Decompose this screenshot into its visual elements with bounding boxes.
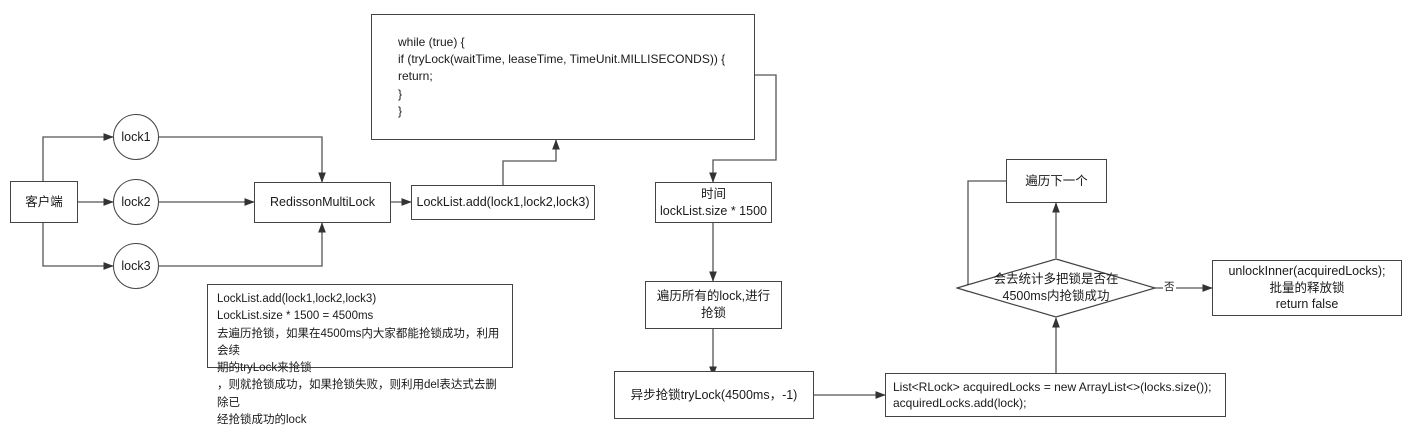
node-iterate-locks[interactable]: 遍历所有的lock,进行 抢锁 bbox=[645, 281, 782, 329]
edge-client-lock3 bbox=[42, 220, 114, 270]
node-redisson-multi-lock[interactable]: RedissonMultiLock bbox=[254, 182, 391, 223]
edge-client-lock1 bbox=[42, 133, 114, 185]
node-lock3[interactable]: lock3 bbox=[113, 243, 159, 289]
node-lock2[interactable]: lock2 bbox=[113, 179, 159, 225]
edge-label-decision-no: 否 bbox=[1163, 281, 1176, 293]
node-acquired-locks-text: List<RLock> acquiredLocks = new ArrayLis… bbox=[893, 379, 1212, 410]
node-iterate-locks-label: 遍历所有的lock,进行 抢锁 bbox=[656, 289, 771, 320]
node-decision[interactable]: 会去统计多把锁是否在 4500ms内抢锁成功 bbox=[956, 258, 1156, 318]
node-unlock-inner-text: unlockInner(acquiredLocks); 批量的释放锁 retur… bbox=[1228, 263, 1386, 312]
node-redisson-multi-lock-label: RedissonMultiLock bbox=[270, 195, 375, 210]
node-decision-label: 会去统计多把锁是否在 4500ms内抢锁成功 bbox=[993, 272, 1119, 303]
node-next-iteration-label: 遍历下一个 bbox=[1025, 173, 1088, 188]
node-client[interactable]: 客户端 bbox=[10, 181, 78, 223]
node-code-block[interactable]: while (true) { if (tryLock(waitTime, lea… bbox=[371, 14, 755, 140]
node-time-calc-label: 时间 lockList.size * 1500 bbox=[659, 186, 767, 218]
node-time-calc[interactable]: 时间 lockList.size * 1500 bbox=[655, 182, 772, 223]
node-lock1[interactable]: lock1 bbox=[113, 114, 159, 160]
node-lock1-label: lock1 bbox=[121, 129, 151, 144]
node-acquired-locks[interactable]: List<RLock> acquiredLocks = new ArrayLis… bbox=[885, 373, 1226, 417]
node-async-trylock-label: 异步抢锁tryLock(4500ms，-1) bbox=[630, 387, 798, 402]
node-next-iteration[interactable]: 遍历下一个 bbox=[1006, 159, 1107, 203]
edge-lock1-multilock bbox=[159, 136, 326, 183]
node-lock3-label: lock3 bbox=[121, 258, 151, 273]
decision-diamond-shape bbox=[956, 258, 1156, 318]
node-async-trylock[interactable]: 异步抢锁tryLock(4500ms，-1) bbox=[614, 371, 814, 419]
node-client-label: 客户端 bbox=[25, 194, 63, 209]
node-locklist-add-label: LockList.add(lock1,lock2,lock3) bbox=[416, 195, 590, 210]
node-code-block-text: while (true) { if (tryLock(waitTime, lea… bbox=[398, 34, 726, 119]
node-note-block[interactable]: LockList.add(lock1,lock2,lock3) LockList… bbox=[207, 284, 513, 426]
node-note-block-text: LockList.add(lock1,lock2,lock3) LockList… bbox=[217, 293, 500, 426]
edge-locklistadd-codeblock bbox=[502, 139, 560, 185]
edge-lock3-multilock bbox=[159, 222, 326, 267]
node-locklist-add[interactable]: LockList.add(lock1,lock2,lock3) bbox=[411, 185, 595, 220]
node-unlock-inner[interactable]: unlockInner(acquiredLocks); 批量的释放锁 retur… bbox=[1212, 260, 1402, 316]
node-lock2-label: lock2 bbox=[121, 194, 151, 209]
